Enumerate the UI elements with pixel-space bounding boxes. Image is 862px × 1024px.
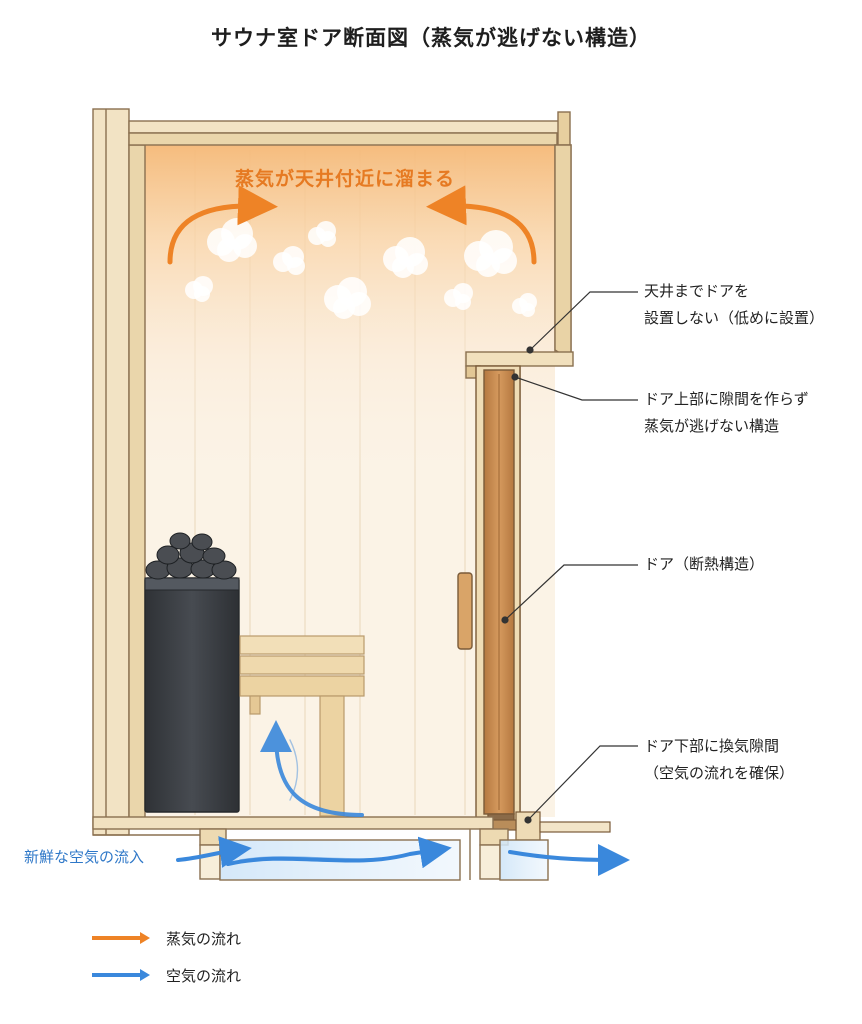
legend-swatches: [92, 932, 150, 981]
air-arrow-rising: [260, 720, 364, 817]
air-arrow-under-floor: [226, 836, 452, 869]
callout-leaders: [501, 291, 638, 824]
bench: [239, 635, 365, 817]
callout-door-top: ドア上部に隙間を作らず 蒸気が逃げない構造: [644, 386, 809, 440]
callout-ceiling-line-1: 天井までドアを: [644, 282, 750, 300]
callout-door-bottom-line-1: ドア下部に換気隙間: [644, 737, 780, 755]
sauna-heater: [144, 532, 240, 813]
callout-door-bottom: ドア下部に換気隙間 （空気の流れを確保）: [644, 733, 794, 787]
diagram-title: サウナ室ドア断面図（蒸気が逃げない構造）: [211, 26, 651, 50]
left-wall: [92, 108, 146, 836]
heater-stones: [145, 532, 237, 580]
legend-air-flow: 空気の流れ: [166, 963, 241, 987]
callout-ceiling-line-2: 設置しない（低めに設置）: [644, 309, 825, 327]
legend-air-flow-label: 空気の流れ: [166, 966, 242, 985]
floor: [92, 816, 549, 881]
callout-door-line-1: ドア（断熱構造）: [644, 555, 765, 573]
callout-door-top-line-1: ドア上部に隙間を作らず: [644, 390, 809, 408]
steam-arrow-right: [426, 185, 537, 265]
callout-door-top-line-2: 蒸気が逃げない構造: [644, 417, 780, 435]
legend-steam-flow-label: 蒸気の流れ: [166, 929, 242, 948]
callout-door: ドア（断熱構造）: [644, 551, 764, 578]
callout-door-bottom-line-2: （空気の流れを確保）: [644, 764, 795, 782]
door: [457, 365, 521, 823]
ceiling: [128, 111, 571, 149]
steam-clouds: [185, 218, 537, 319]
air-arrow-outlet: [508, 843, 630, 876]
fresh-air-inflow-label: 新鮮な空気の流入: [24, 848, 145, 866]
legend-steam-flow: 蒸気の流れ: [166, 926, 241, 950]
air-flow-arrows: [176, 720, 630, 876]
steam-flow-arrows: [167, 185, 537, 265]
air-arrow-inlet: [176, 836, 252, 868]
steam-accumulation-label: 蒸気が天井付近に溜まる: [234, 168, 455, 190]
callout-ceiling: 天井までドアを 設置しない（低めに設置）: [644, 278, 824, 332]
steam-arrow-left: [167, 185, 278, 265]
